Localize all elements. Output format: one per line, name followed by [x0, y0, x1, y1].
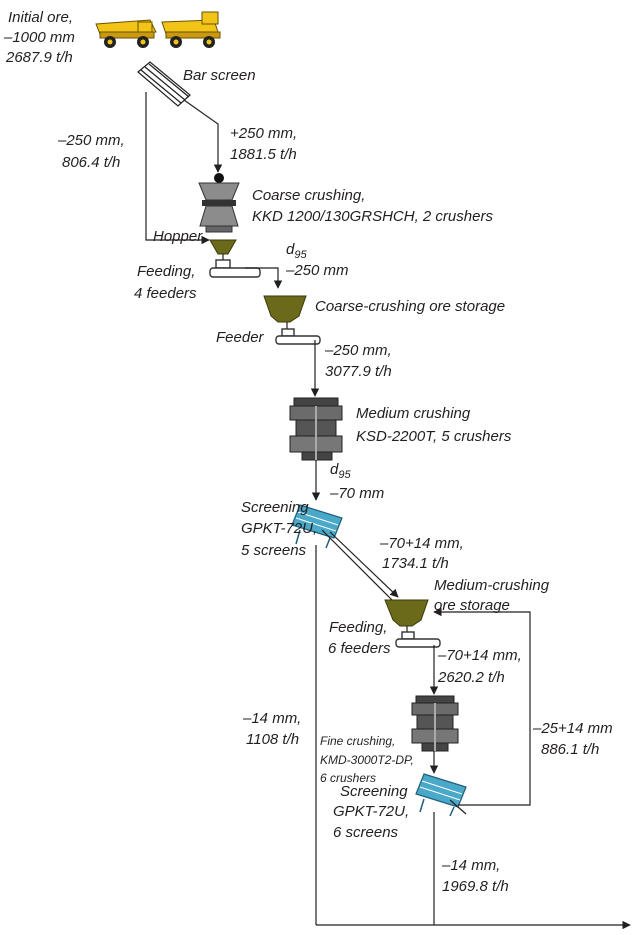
dump-truck-icon [95, 19, 157, 48]
recycle-rate: 886.1 t/h [541, 741, 599, 758]
d95-2-symbol: d95 [330, 461, 351, 481]
bar-screen-icon [137, 61, 191, 107]
oversize-arrow-1 [329, 531, 399, 598]
vibrating-screen-icon [415, 773, 467, 817]
hopper-label: Hopper [153, 228, 203, 245]
bypass-size: –250 mm, [57, 132, 125, 149]
flow-3077-rate: 3077.9 t/h [325, 363, 392, 380]
vibrating-screen-icon [291, 504, 343, 549]
screening-2-count: 6 screens [333, 824, 399, 841]
flow-2620-size: –70+14 mm, [437, 647, 522, 664]
d95-2-value: –70 mm [329, 485, 384, 502]
fine-crushing-count: 6 crushers [320, 771, 376, 785]
feeding-2-count: 6 feeders [328, 640, 391, 657]
d95-1-value: –250 mm [285, 262, 349, 279]
coarse-storage-icon [263, 295, 307, 323]
d95-1-symbol: d95 [286, 241, 307, 261]
screening-1-model: GPKT-72U, [241, 520, 317, 537]
coarse-crushing-title: Coarse crushing, [252, 187, 365, 204]
feeder-icon [209, 259, 261, 278]
medium-storage-line1: Medium-crushing [434, 577, 550, 594]
coarse-storage-label: Coarse-crushing ore storage [315, 298, 505, 315]
flow-1734-size: –70+14 mm, [379, 535, 464, 552]
medium-storage-line2: ore storage [434, 597, 510, 614]
dump-truck-icon [161, 11, 221, 48]
coarse-crushing-model: KKD 1200/130GRSHCH, 2 crushers [252, 208, 493, 225]
flow-1108-size: –14 mm, [242, 710, 301, 727]
cone-crusher-icon [411, 695, 459, 752]
flow-1108-rate: 1108 t/h [246, 731, 299, 748]
flow-3077-size: –250 mm, [324, 342, 392, 359]
feeder-icon [395, 631, 441, 648]
flow-1734-rate: 1734.1 t/h [382, 555, 449, 572]
initial-ore-title: Initial ore, [8, 9, 73, 26]
cone-crusher-icon [289, 397, 343, 461]
flow-1969-rate: 1969.8 t/h [442, 878, 509, 895]
flow-2620-rate: 2620.2 t/h [437, 669, 505, 686]
feeding-1-title: Feeding, [137, 263, 195, 280]
screening-1-title: Screening [241, 499, 309, 516]
feeder-icon [275, 328, 321, 345]
medium-crushing-model: KSD-2200T, 5 crushers [356, 428, 512, 445]
recycle-size: –25+14 mm [532, 720, 613, 737]
initial-ore-size: –1000 mm [3, 29, 75, 46]
feeding-2-title: Feeding, [329, 619, 387, 636]
medium-crushing-title: Medium crushing [356, 405, 471, 422]
fine-crushing-title: Fine crushing, [320, 734, 395, 748]
feeding-1-count: 4 feeders [134, 285, 197, 302]
fine-crushing-model: KMD-3000T2-DP, [320, 753, 414, 767]
screening-2-model: GPKT-72U, [333, 803, 409, 820]
bar-screen-label: Bar screen [183, 67, 256, 84]
screening-1-count: 5 screens [241, 542, 307, 559]
initial-ore-rate: 2687.9 t/h [5, 49, 73, 66]
feed-arrow-1 [245, 267, 283, 289]
oversize-arrow [183, 99, 223, 173]
recycle-arrow [433, 607, 531, 806]
screening-2-title: Screening [340, 783, 408, 800]
flow-1969-size: –14 mm, [441, 857, 500, 874]
bypass-rate: 806.4 t/h [62, 154, 120, 171]
medium-storage-icon [384, 599, 429, 627]
hopper-icon [209, 239, 237, 255]
bypass-arrow [145, 92, 210, 245]
oversize-rate: 1881.5 t/h [230, 146, 297, 163]
gyratory-crusher-icon [198, 173, 240, 233]
oversize-size: +250 mm, [230, 125, 297, 142]
feeder-label: Feeder [216, 329, 265, 346]
